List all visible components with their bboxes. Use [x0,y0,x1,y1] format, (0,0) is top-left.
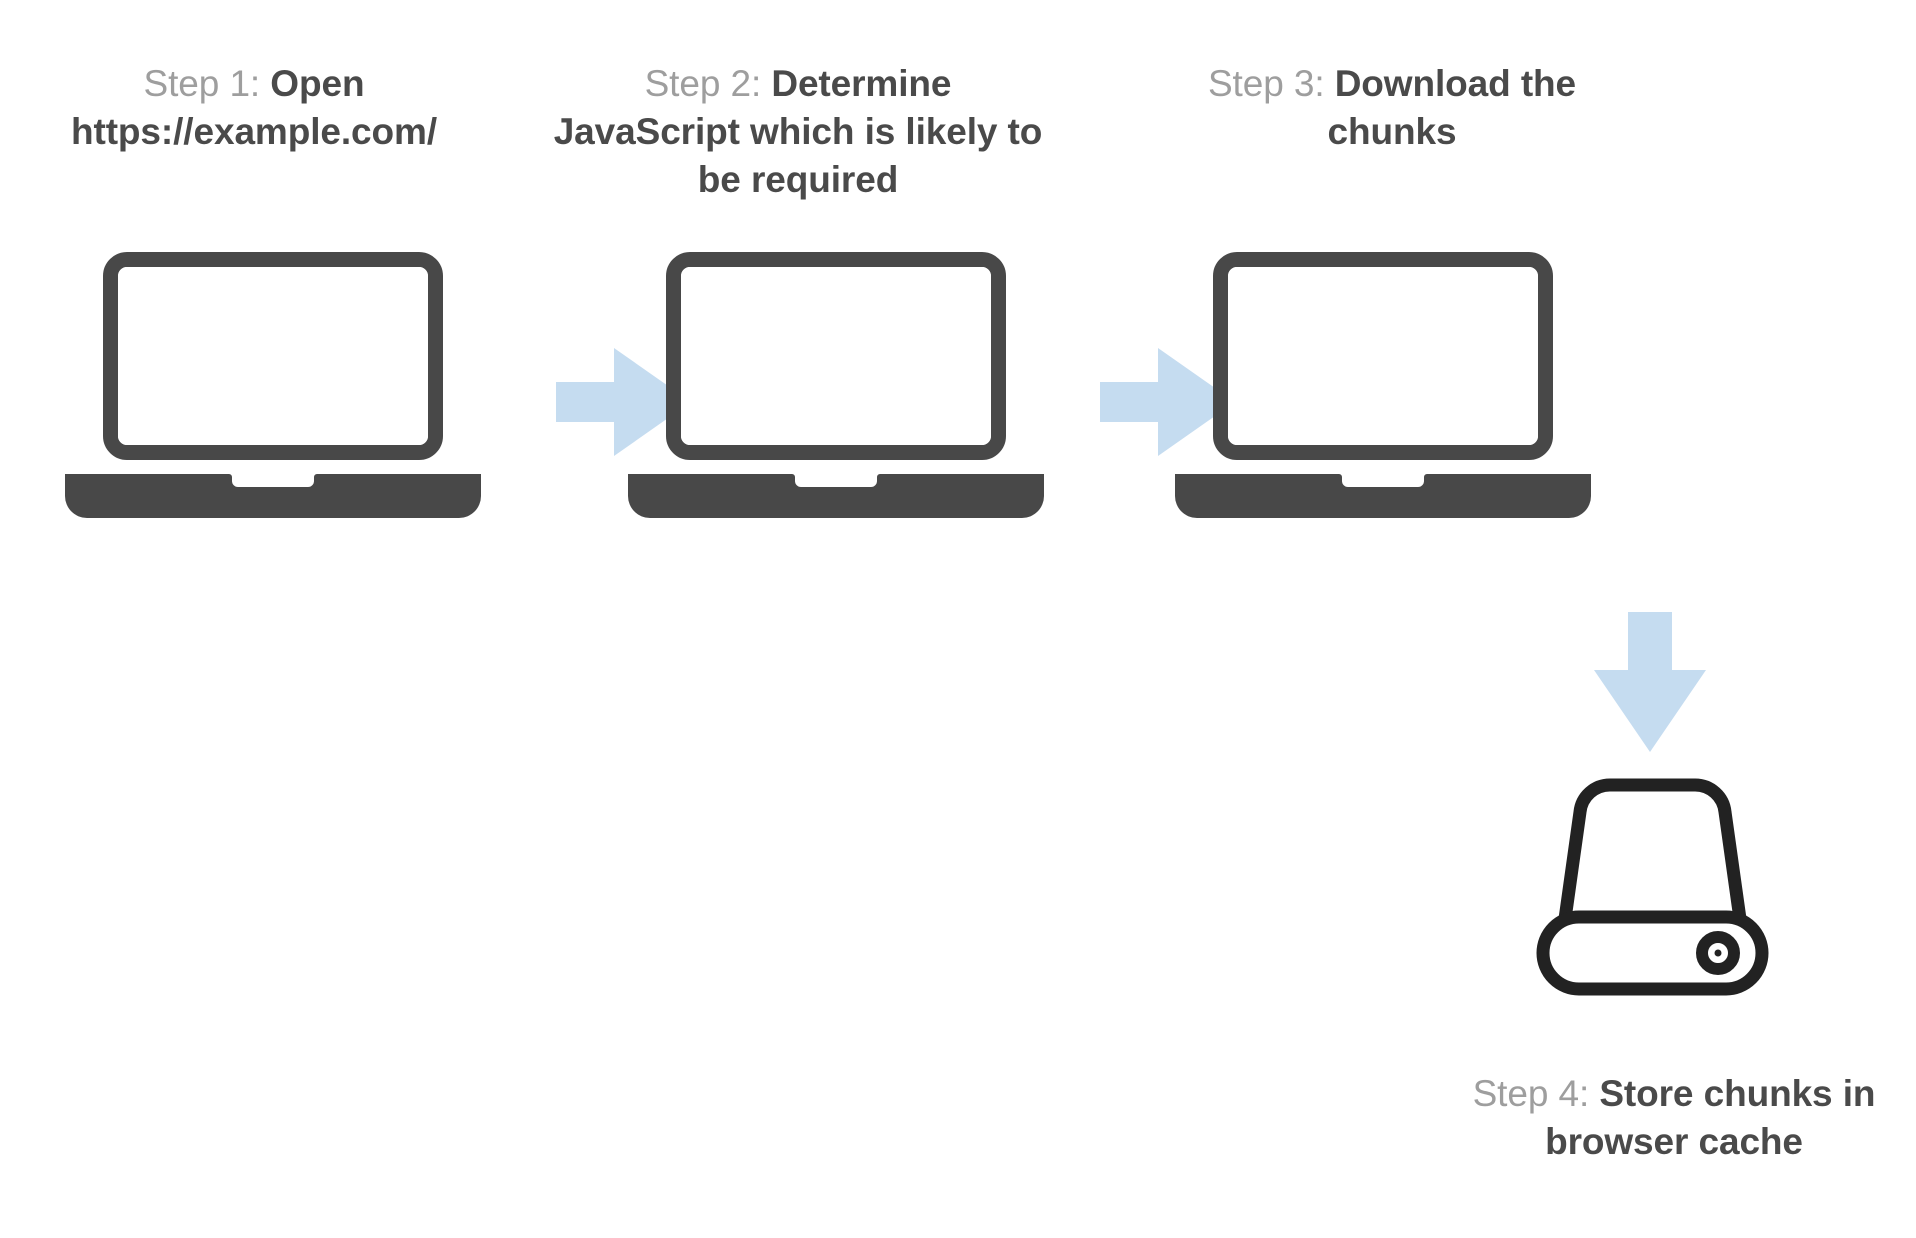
step-2-prefix: Step 2: [644,63,772,104]
step-2-body: Determine JavaScript which is likely to … [553,63,1043,201]
laptop-screen-surface [118,267,428,445]
step-3-prefix: Step 3: [1207,63,1335,104]
step-1-body: Open https://example.com/ [70,63,438,153]
laptop-icon [628,252,1044,520]
step-4-caption: Step 4: Store chunks in browser cache [1458,1070,1890,1166]
step-3-caption: Step 3: Download the chunks [1172,60,1612,156]
laptop-base [65,474,481,518]
arrow-right-icon [556,348,691,456]
step-2-caption: Step 2: Determine JavaScript which is li… [552,60,1044,204]
step-3-body: Download the chunks [1327,63,1577,153]
arrow-right-icon [1100,348,1235,456]
laptop-screen-surface [681,267,991,445]
hard-drive-icon [1530,768,1775,1000]
laptop-screen-surface [1228,267,1538,445]
step-1-caption: Step 1: Open https://example.com/ [34,60,474,156]
laptop-screen [666,252,1006,460]
step-4-body: Store chunks in browser cache [1545,1073,1876,1163]
laptop-base [1175,474,1591,518]
laptop-screen [1213,252,1553,460]
arrow-down-icon [1594,612,1706,752]
step-1-prefix: Step 1: [143,63,271,104]
laptop-base [628,474,1044,518]
laptop-icon [65,252,481,520]
step-4-prefix: Step 4: [1472,1073,1600,1114]
laptop-screen [103,252,443,460]
laptop-icon [1175,252,1591,520]
